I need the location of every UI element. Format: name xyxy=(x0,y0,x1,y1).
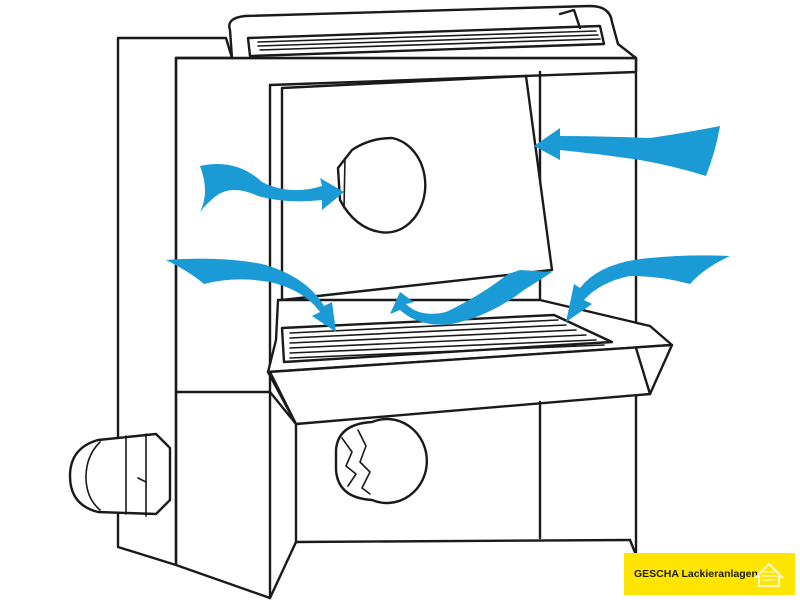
airflow-arrows xyxy=(166,126,730,332)
airflow-arrow-icon xyxy=(200,164,344,212)
duct-connector-icon xyxy=(68,432,172,516)
airflow-arrow-icon xyxy=(534,126,720,176)
airflow-arrow-icon xyxy=(166,258,336,332)
extraction-fan-icon xyxy=(336,136,427,234)
house-roof-logo-icon xyxy=(754,562,784,587)
lower-cabinet xyxy=(174,390,640,600)
airflow-arrow-icon xyxy=(390,270,552,325)
airflow-arrow-icon xyxy=(566,255,730,322)
extraction-fan-upper xyxy=(336,136,427,234)
brand-badge: GESCHA Lackieranlagen xyxy=(624,553,795,595)
front-post-left xyxy=(174,56,272,600)
side-duct xyxy=(68,432,172,517)
extraction-fan-lower xyxy=(334,417,428,505)
brand-name: GESCHA Lackieranlagen xyxy=(634,568,758,580)
top-filter-box xyxy=(228,4,638,60)
